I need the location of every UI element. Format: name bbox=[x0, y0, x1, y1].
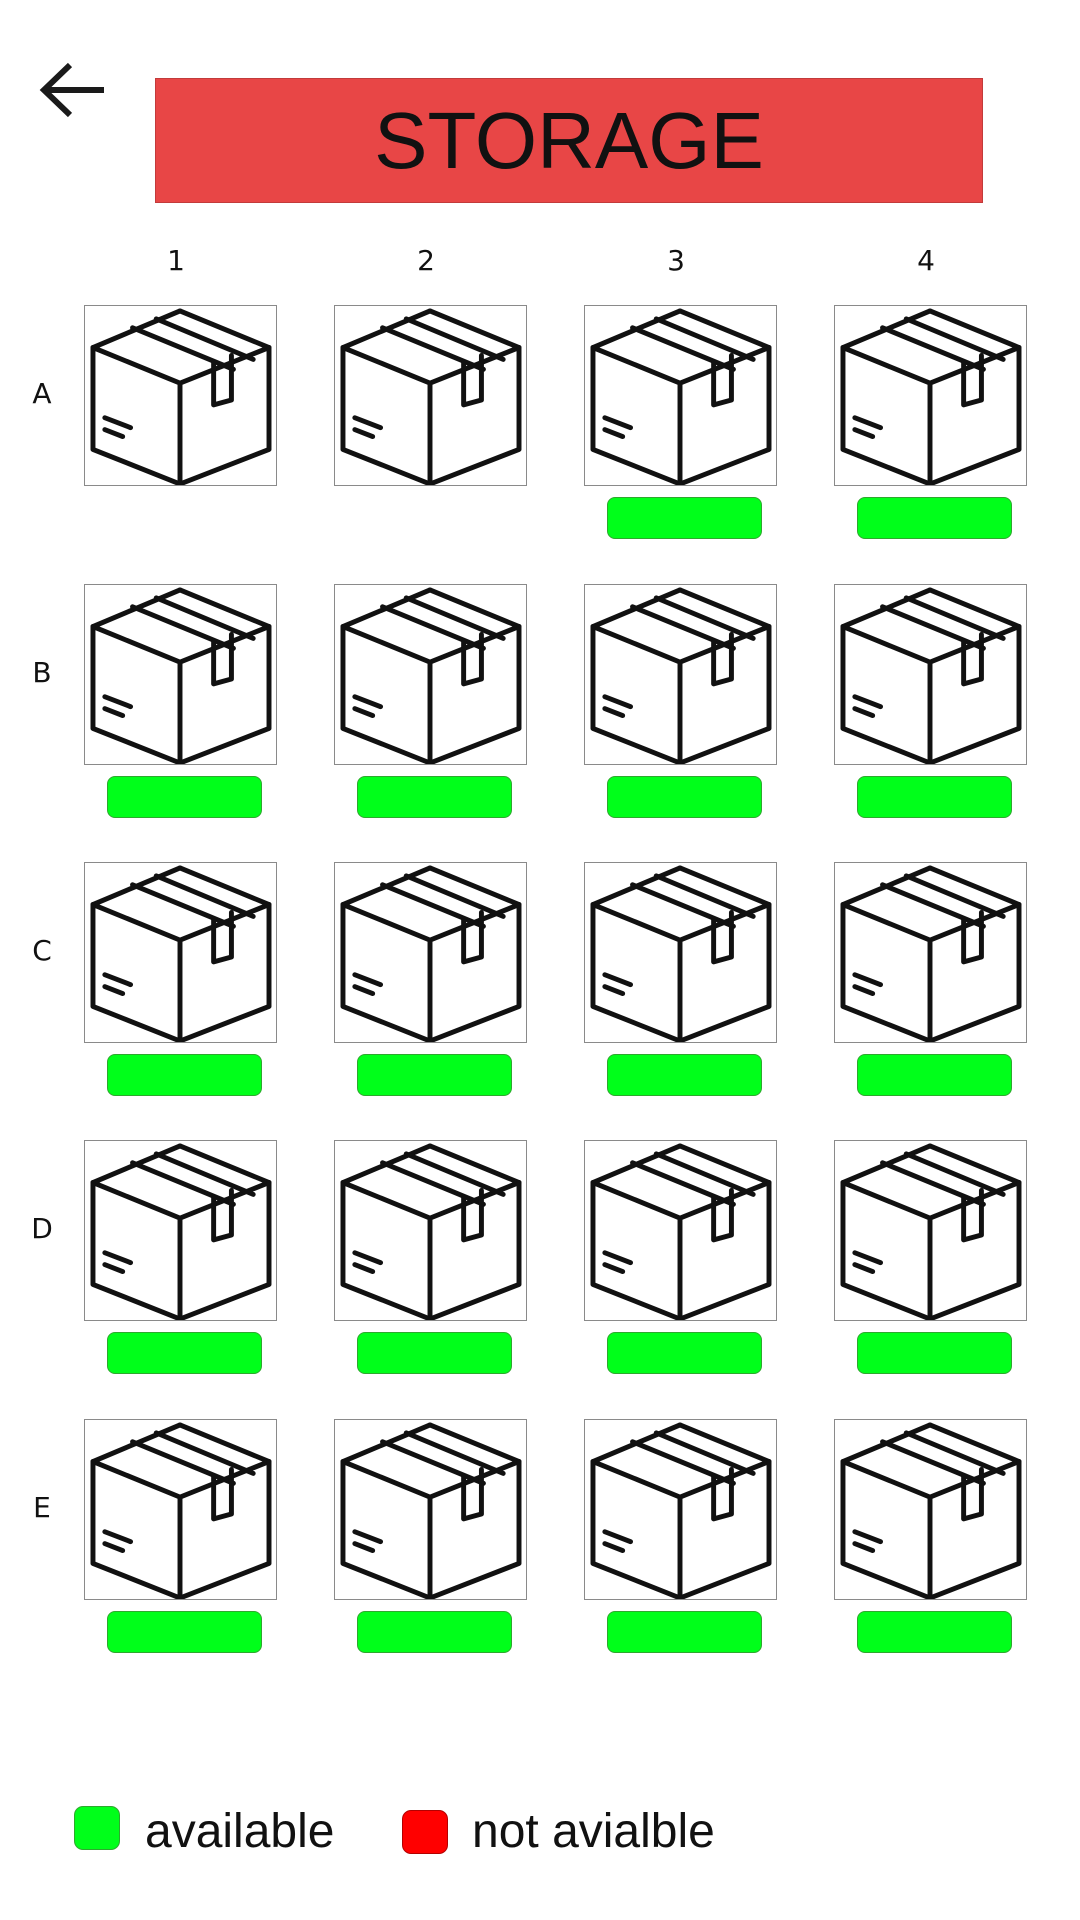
storage-slot-b2[interactable] bbox=[334, 584, 527, 765]
status-indicator-a3 bbox=[607, 497, 762, 539]
row-label-d: D bbox=[31, 1212, 53, 1245]
status-indicator-d3 bbox=[607, 1332, 762, 1374]
package-box-icon bbox=[590, 865, 772, 1042]
status-indicator-d1 bbox=[107, 1332, 262, 1374]
row-label-b: B bbox=[32, 656, 52, 689]
package-box-icon bbox=[340, 308, 522, 485]
storage-slot-d2[interactable] bbox=[334, 1140, 527, 1321]
status-indicator-b3 bbox=[607, 776, 762, 818]
status-indicator-c4 bbox=[857, 1054, 1012, 1096]
row-label-c: C bbox=[32, 934, 52, 967]
storage-slot-d4[interactable] bbox=[834, 1140, 1027, 1321]
status-indicator-d4 bbox=[857, 1332, 1012, 1374]
storage-slot-e3[interactable] bbox=[584, 1419, 777, 1600]
package-box-icon bbox=[90, 308, 272, 485]
legend-swatch-unavailable bbox=[402, 1810, 448, 1854]
storage-slot-c4[interactable] bbox=[834, 862, 1027, 1043]
legend-label-available: available bbox=[145, 1805, 335, 1858]
title-banner: STORAGE bbox=[155, 78, 983, 203]
status-indicator-b1 bbox=[107, 776, 262, 818]
status-indicator-e4 bbox=[857, 1611, 1012, 1653]
package-box-icon bbox=[590, 1422, 772, 1599]
package-box-icon bbox=[340, 587, 522, 764]
status-indicator-e2 bbox=[357, 1611, 512, 1653]
column-label-3: 3 bbox=[667, 244, 685, 277]
storage-slot-d1[interactable] bbox=[84, 1140, 277, 1321]
package-box-icon bbox=[340, 1143, 522, 1320]
storage-slot-c3[interactable] bbox=[584, 862, 777, 1043]
storage-slot-c1[interactable] bbox=[84, 862, 277, 1043]
storage-slot-c2[interactable] bbox=[334, 862, 527, 1043]
package-box-icon bbox=[90, 1422, 272, 1599]
storage-slot-e2[interactable] bbox=[334, 1419, 527, 1600]
status-indicator-b2 bbox=[357, 776, 512, 818]
package-box-icon bbox=[340, 1422, 522, 1599]
status-indicator-a4 bbox=[857, 497, 1012, 539]
package-box-icon bbox=[90, 865, 272, 1042]
status-indicator-e3 bbox=[607, 1611, 762, 1653]
row-label-a: A bbox=[32, 377, 52, 410]
package-box-icon bbox=[840, 308, 1022, 485]
status-indicator-d2 bbox=[357, 1332, 512, 1374]
package-box-icon bbox=[840, 587, 1022, 764]
storage-slot-a2[interactable] bbox=[334, 305, 527, 486]
package-box-icon bbox=[590, 587, 772, 764]
legend-label-unavailable: not avialble bbox=[472, 1805, 715, 1858]
storage-slot-a4[interactable] bbox=[834, 305, 1027, 486]
storage-slot-a3[interactable] bbox=[584, 305, 777, 486]
status-indicator-c3 bbox=[607, 1054, 762, 1096]
column-label-2: 2 bbox=[417, 244, 435, 277]
storage-slot-a1[interactable] bbox=[84, 305, 277, 486]
column-label-1: 1 bbox=[167, 244, 185, 277]
column-label-4: 4 bbox=[917, 244, 935, 277]
package-box-icon bbox=[340, 865, 522, 1042]
row-label-e: E bbox=[33, 1491, 51, 1524]
status-indicator-c2 bbox=[357, 1054, 512, 1096]
package-box-icon bbox=[90, 1143, 272, 1320]
status-indicator-b4 bbox=[857, 776, 1012, 818]
package-box-icon bbox=[590, 308, 772, 485]
storage-slot-b3[interactable] bbox=[584, 584, 777, 765]
storage-slot-b4[interactable] bbox=[834, 584, 1027, 765]
storage-slot-d3[interactable] bbox=[584, 1140, 777, 1321]
storage-slot-b1[interactable] bbox=[84, 584, 277, 765]
package-box-icon bbox=[590, 1143, 772, 1320]
arrow-left-icon bbox=[39, 62, 104, 118]
page-title: STORAGE bbox=[374, 95, 764, 185]
legend-swatch-available bbox=[74, 1806, 120, 1850]
package-box-icon bbox=[840, 1422, 1022, 1599]
package-box-icon bbox=[840, 1143, 1022, 1320]
package-box-icon bbox=[90, 587, 272, 764]
storage-slot-e4[interactable] bbox=[834, 1419, 1027, 1600]
status-indicator-c1 bbox=[107, 1054, 262, 1096]
back-button[interactable] bbox=[36, 60, 110, 120]
storage-slot-e1[interactable] bbox=[84, 1419, 277, 1600]
package-box-icon bbox=[840, 865, 1022, 1042]
status-indicator-e1 bbox=[107, 1611, 262, 1653]
